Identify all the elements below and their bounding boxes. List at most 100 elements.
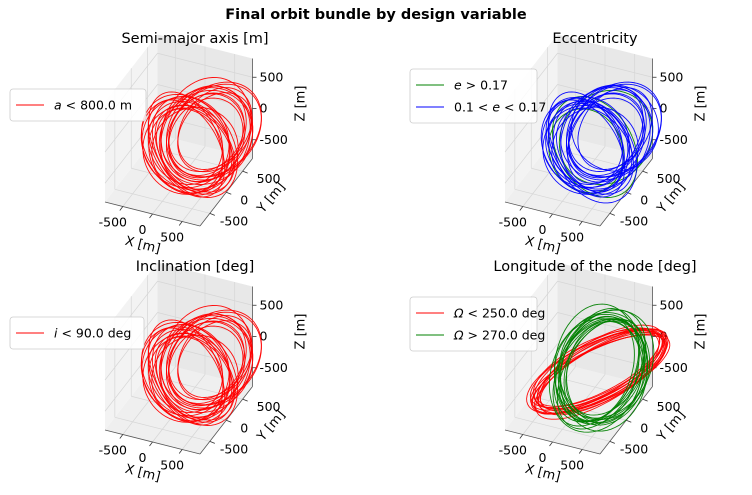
orbit-line bbox=[577, 87, 653, 170]
legend-label-variable: e bbox=[454, 78, 462, 93]
orbit-line bbox=[553, 318, 645, 423]
z-tick-label: 500 bbox=[660, 69, 684, 84]
orbit-line bbox=[552, 100, 638, 204]
series-2 bbox=[548, 303, 655, 433]
orbit-line bbox=[148, 336, 224, 422]
y-tick bbox=[642, 170, 648, 174]
y-tick-label: 0 bbox=[240, 420, 248, 435]
x-axis-label: X [m] bbox=[523, 234, 561, 257]
orbit-line bbox=[168, 325, 244, 407]
orbit-line bbox=[560, 87, 654, 181]
y-tick bbox=[626, 419, 632, 423]
x-tick-label: 0 bbox=[539, 222, 547, 237]
legend: a < 800.0 m bbox=[9, 88, 147, 122]
series-1 bbox=[140, 77, 262, 198]
legend: e > 0.17 0.1 < e < 0.17 bbox=[409, 68, 546, 124]
legend-frame bbox=[9, 316, 145, 350]
grid-line bbox=[157, 52, 253, 78]
x-tick-label: 0 bbox=[139, 450, 147, 465]
legend-label: i < 90.0 deg bbox=[54, 326, 131, 341]
x-tick-label: 500 bbox=[560, 458, 584, 473]
legend-frame bbox=[409, 296, 538, 352]
orbit-line bbox=[168, 97, 244, 179]
y-tick-label: -500 bbox=[220, 441, 248, 456]
orbit-line bbox=[160, 87, 254, 181]
legend-label-condition: < 800.0 m bbox=[62, 98, 132, 113]
orbit-line bbox=[168, 92, 245, 172]
orbit-line bbox=[555, 319, 646, 423]
subplot-title: Inclination [deg] bbox=[136, 259, 255, 275]
orbit-line bbox=[156, 335, 234, 423]
orbit-line bbox=[156, 107, 234, 195]
orbit-line bbox=[566, 320, 643, 424]
orbit-line bbox=[140, 98, 233, 196]
x-tick bbox=[519, 434, 524, 439]
z-tick-label: 500 bbox=[260, 297, 284, 312]
y-tick-label: 0 bbox=[640, 192, 648, 207]
grid-line bbox=[557, 52, 653, 78]
legend-label-variable: e bbox=[492, 100, 500, 115]
series-1 bbox=[140, 305, 262, 426]
orbit-line bbox=[148, 108, 224, 194]
z-tick-label: 500 bbox=[660, 297, 684, 312]
x-tick-label: 0 bbox=[539, 450, 547, 465]
legend: i < 90.0 deg bbox=[9, 316, 145, 350]
z-tick-label: 0 bbox=[660, 101, 668, 116]
z-tick-label: -500 bbox=[660, 360, 688, 375]
y-tick bbox=[226, 191, 232, 195]
orbit-line bbox=[545, 97, 625, 192]
x-axis-label: X [m] bbox=[123, 234, 161, 257]
orbit-line bbox=[552, 318, 641, 427]
grid-line bbox=[157, 312, 253, 337]
legend-label-condition: > 270.0 deg bbox=[464, 328, 546, 343]
x-tick-label: 500 bbox=[160, 230, 184, 245]
x-tick-label: -500 bbox=[499, 443, 527, 458]
legend-label: e > 0.17 bbox=[454, 78, 508, 93]
legend-label-condition: < 0.17 bbox=[500, 100, 546, 115]
orbit-line bbox=[177, 315, 253, 398]
z-axis-label: Z [m] bbox=[694, 86, 709, 122]
subplot-title: Semi-major axis [m] bbox=[121, 31, 268, 47]
x-tick bbox=[178, 221, 183, 226]
orbit-line bbox=[141, 321, 231, 419]
grid-line bbox=[557, 280, 653, 306]
orbit-line bbox=[568, 97, 644, 179]
x-tick bbox=[119, 434, 124, 439]
orbit-line bbox=[140, 326, 233, 424]
x-tick bbox=[119, 206, 124, 211]
x-tick-label: -500 bbox=[499, 215, 527, 230]
orbit-line bbox=[571, 84, 659, 172]
orbit-line bbox=[160, 85, 251, 190]
orbit-line bbox=[556, 107, 634, 195]
orbit-line bbox=[563, 320, 649, 426]
legend-label-condition: > 0.17 bbox=[462, 78, 508, 93]
orbit-line bbox=[565, 93, 646, 183]
legend-frame bbox=[409, 68, 538, 124]
orbit-line bbox=[567, 89, 644, 184]
y-tick-label: 500 bbox=[657, 171, 681, 186]
y-tick bbox=[209, 440, 215, 444]
z-axis-label: Z [m] bbox=[294, 86, 309, 122]
orbit-line bbox=[160, 315, 254, 409]
orbit-line bbox=[560, 85, 651, 190]
x-tick bbox=[549, 213, 553, 219]
legend-label-variable: Ω bbox=[453, 328, 464, 343]
x-tick bbox=[549, 441, 553, 447]
legend-label-condition: < 250.0 deg bbox=[464, 306, 546, 321]
y-tick-label: 500 bbox=[257, 399, 281, 414]
legend-label-prefix: 0.1 < bbox=[454, 100, 492, 115]
z-tick-label: 0 bbox=[260, 329, 268, 344]
legend-label-variable: i bbox=[54, 326, 58, 341]
x-tick-label: 500 bbox=[560, 230, 584, 245]
orbit-line bbox=[540, 98, 633, 196]
x-axis-label: X [m] bbox=[123, 462, 161, 485]
z-tick-label: 0 bbox=[260, 101, 268, 116]
y-tick-label: 500 bbox=[657, 399, 681, 414]
series-2 bbox=[540, 81, 662, 204]
grid-line bbox=[557, 84, 653, 109]
orbit-line bbox=[558, 312, 651, 420]
y-tick bbox=[626, 191, 632, 195]
